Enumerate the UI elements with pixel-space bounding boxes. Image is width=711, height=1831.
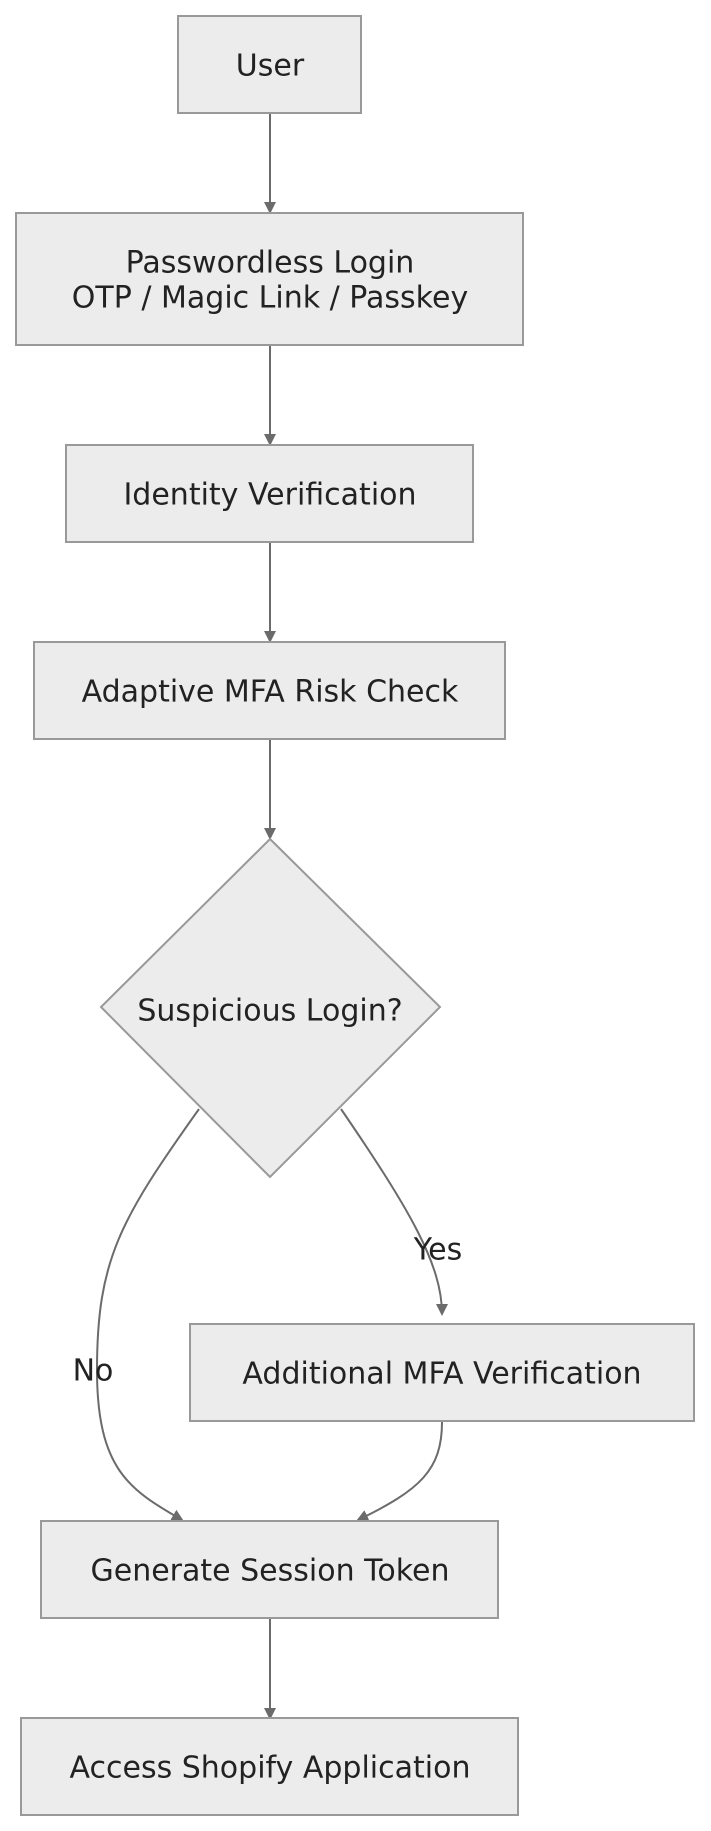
- node-suspicious-decision-label: Suspicious Login?: [137, 994, 402, 1029]
- node-passwordless-login: Passwordless Login OTP / Magic Link / Pa…: [15, 212, 524, 346]
- node-additional-mfa: Additional MFA Verification: [189, 1323, 695, 1422]
- edge-label-yes: Yes: [413, 1233, 462, 1268]
- edge-label-no: No: [73, 1354, 114, 1389]
- node-user: User: [177, 15, 362, 114]
- node-passwordless-login-subtitle: OTP / Magic Link / Passkey: [72, 281, 468, 316]
- node-adaptive-mfa-label: Adaptive MFA Risk Check: [82, 675, 459, 710]
- node-additional-mfa-label: Additional MFA Verification: [242, 1357, 641, 1392]
- node-user-label: User: [236, 49, 305, 84]
- edge-decision-yes: [340, 1108, 448, 1316]
- node-identity-verification-label: Identity Verification: [123, 478, 416, 513]
- node-adaptive-mfa: Adaptive MFA Risk Check: [33, 641, 506, 740]
- node-session-token: Generate Session Token: [40, 1520, 499, 1619]
- node-session-token-label: Generate Session Token: [90, 1554, 449, 1589]
- node-access-shopify-label: Access Shopify Application: [70, 1751, 471, 1786]
- node-identity-verification: Identity Verification: [65, 444, 474, 543]
- edge-decision-no: [95, 1108, 200, 1521]
- edge-additional-to-session: [356, 1421, 443, 1522]
- node-passwordless-login-title: Passwordless Login: [126, 246, 415, 281]
- node-suspicious-decision: Suspicious Login?: [99, 837, 442, 1179]
- node-access-shopify: Access Shopify Application: [20, 1717, 519, 1816]
